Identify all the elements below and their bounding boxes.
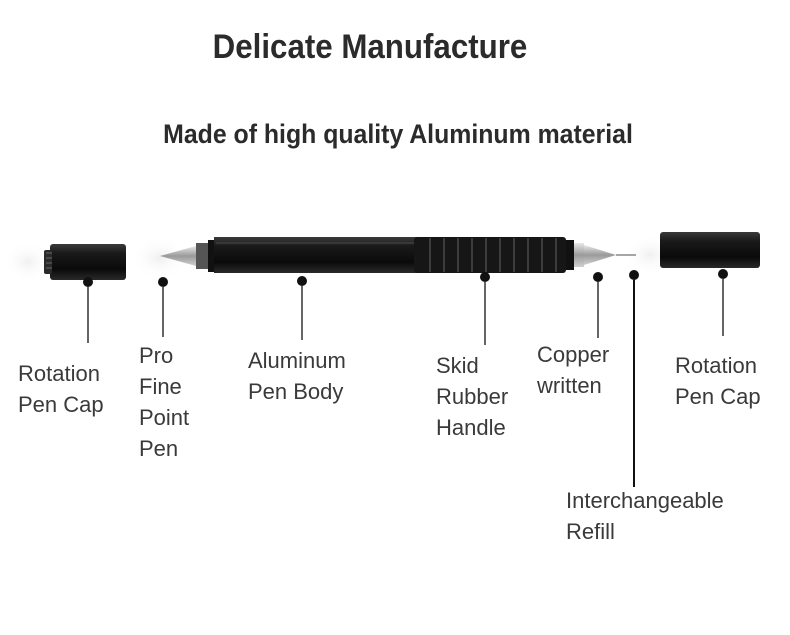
refill-dot (629, 270, 639, 280)
page-title: Delicate Manufacture (212, 28, 528, 66)
label-copper: Copper written (537, 342, 610, 398)
label-fine-point: Pro Fine Point Pen (139, 343, 190, 461)
label-refill: Interchangeable Refill (566, 488, 724, 544)
right-cap-dot (718, 269, 728, 279)
rubber-handle-shape (414, 237, 566, 273)
label-body: Aluminum Pen Body (248, 348, 346, 404)
copper-tip-shape (566, 240, 636, 270)
pen-body-shape (214, 237, 420, 273)
fine-point-dot (158, 277, 168, 287)
handle-dot (480, 272, 490, 282)
left-cap-dot (83, 277, 93, 287)
label-right-cap: Rotation Pen Cap (675, 353, 761, 409)
left-tip-glow (130, 236, 190, 280)
right-cap-shape (660, 232, 760, 268)
left-cap-shape (44, 244, 126, 280)
body-dot (297, 276, 307, 286)
copper-dot (593, 272, 603, 282)
page-subtitle: Made of high quality Aluminum material (163, 119, 633, 149)
left-end-glow (4, 242, 52, 282)
fine-point-tip-shape (160, 240, 214, 272)
label-left-cap: Rotation Pen Cap (18, 361, 104, 417)
label-handle: Skid Rubber Handle (436, 353, 509, 440)
